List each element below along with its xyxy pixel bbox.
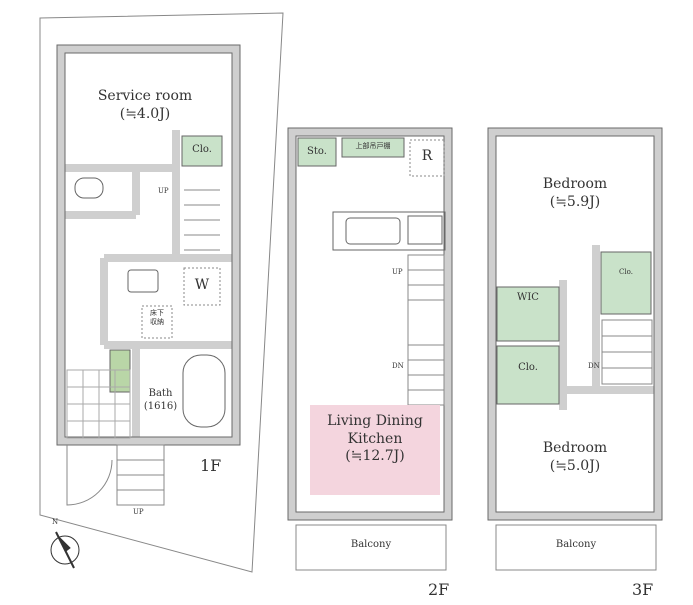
ldk-area (310, 405, 440, 495)
stairs-2f-up: UP (392, 268, 403, 276)
closet-3f-right (600, 251, 652, 315)
stairs-3f-down: DN (588, 362, 600, 370)
bathtub (182, 354, 226, 428)
closet-3f-left (496, 345, 560, 405)
stairs-3f (601, 319, 653, 385)
floor2-label: 2F (428, 580, 450, 599)
underfloor-storage-label: 床下収納 (150, 309, 164, 326)
cooktop (407, 215, 443, 245)
exterior-up-label: UP (133, 508, 144, 516)
closet-3f-right-label: Clo. (619, 268, 633, 276)
balcony-2f (295, 524, 447, 571)
stairs-2f (407, 254, 445, 406)
compass-icon (50, 531, 80, 569)
closet-1f-label: Clo. (192, 144, 212, 155)
floor3-label: 3F (632, 580, 654, 599)
toilet (74, 177, 104, 199)
fridge-space (409, 139, 445, 177)
bedroom2-label: Bedroom(≒5.0J) (542, 440, 608, 474)
upper-cabinet-label: 上部吊戸棚 (355, 142, 391, 150)
service-room-label: Service room(≒4.0J) (97, 88, 193, 122)
stairs-up-label: UP (158, 187, 169, 195)
stairs-2f-down: DN (392, 362, 404, 370)
fridge-label: R (421, 148, 433, 164)
stairs-1f (184, 189, 220, 251)
floor1-walls (57, 45, 240, 445)
lot-boundary (39, 12, 284, 573)
exterior-stairs (66, 444, 165, 506)
sink-1f (127, 269, 159, 293)
bedroom1-label: Bedroom(≒5.9J) (542, 176, 608, 210)
entrance-tiles (66, 369, 131, 439)
compass-north: N (52, 518, 59, 526)
washer-space (183, 267, 221, 306)
floor1-label: 1F (200, 456, 222, 475)
closet-3f-left-label: Clo. (518, 362, 538, 373)
kitchen-counter (332, 211, 446, 251)
kitchen-sink (345, 217, 401, 245)
storage-2f-label: Sto. (307, 146, 327, 157)
balcony-2f-label: Balcony (350, 539, 392, 550)
upper-cabinet (341, 137, 405, 158)
underfloor-storage (141, 305, 173, 339)
storage-2f (297, 137, 337, 167)
entry-storage (109, 349, 131, 393)
bath-label: Bath(1616) (143, 388, 178, 412)
wic-label: WIC (517, 292, 539, 303)
closet-1f (181, 135, 223, 167)
balcony-3f (495, 524, 657, 571)
wic (496, 286, 560, 342)
balcony-3f-label: Balcony (555, 539, 597, 550)
washer-label: W (194, 277, 210, 293)
